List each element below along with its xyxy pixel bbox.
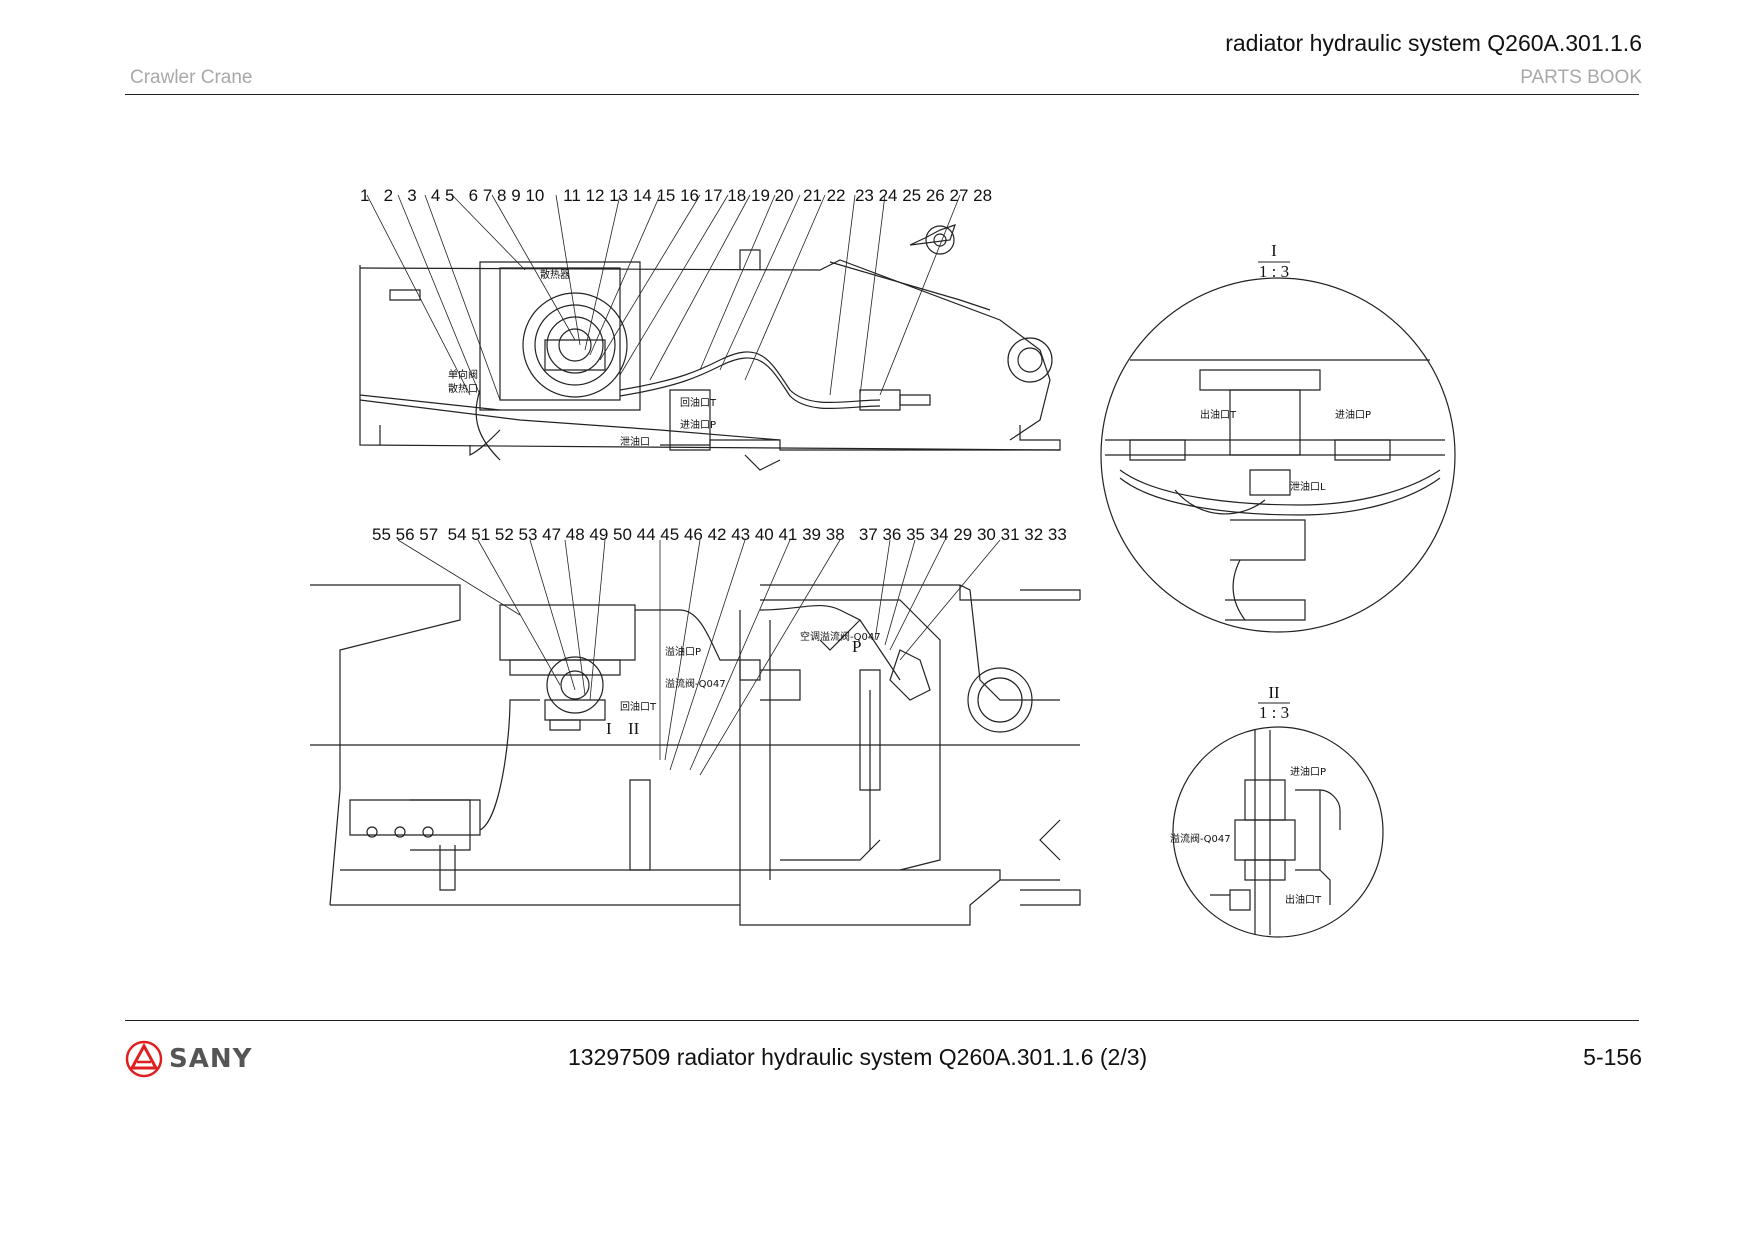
top-frame-drawing [359, 224, 1061, 471]
bottom-frame-drawing [310, 584, 1081, 926]
brand-logo: SANY [125, 1040, 252, 1078]
bottom-callout-numbers: 55 56 57 54 51 52 53 47 48 49 50 44 45 4… [372, 525, 1067, 544]
bottom-leader-lines [397, 539, 1001, 776]
detail-1-leak-label: 泄油口L [1290, 480, 1326, 493]
detail-1-view [1100, 277, 1456, 633]
section-mark-3: P [852, 637, 861, 656]
sany-logo-icon [125, 1040, 163, 1078]
top-drain-label: 泄油口 [620, 435, 650, 448]
top-leader-lines [366, 194, 961, 401]
page-title: radiator hydraulic system Q260A.301.1.6 [1225, 30, 1642, 56]
detail-1-outlet-label: 出油口T [1200, 408, 1237, 421]
header-product: Crawler Crane [130, 67, 253, 88]
top-return-label: 回油口T [680, 396, 717, 409]
top-left-label: 单向阀 [448, 368, 478, 381]
bottom-drain-label: 溢油口P [665, 645, 701, 658]
section-mark-2: II [628, 719, 640, 738]
detail-2-inlet-label: 进油口P [1290, 765, 1326, 778]
footer-divider [125, 1020, 1639, 1021]
top-left-label-2: 散热口 [448, 382, 478, 395]
bottom-valve-label: 溢流阀-Q047 [665, 677, 726, 690]
top-callout-numbers: 1 2 3 4 5 6 7 8 9 10 11 12 13 14 15 16 1… [360, 186, 992, 205]
detail-1-scale: 1 : 3 [1259, 262, 1289, 281]
detail-2-valve-label: 溢流阀-Q047 [1170, 832, 1231, 845]
bottom-return-label: 回油口T [620, 700, 657, 713]
top-inlet-label: 进油口P [680, 418, 716, 431]
header-book: PARTS BOOK [1520, 67, 1642, 88]
detail-2-scale: 1 : 3 [1259, 703, 1289, 722]
section-mark-1: I [606, 719, 612, 738]
detail-2-roman: II [1268, 683, 1280, 702]
detail-1-inlet-label: 进油口P [1335, 408, 1371, 421]
top-fan-label: 散热器 [540, 268, 570, 281]
detail-2-outlet-label: 出油口T [1285, 893, 1322, 906]
footer-caption: 13297509 radiator hydraulic system Q260A… [568, 1044, 1148, 1070]
detail-1-roman: I [1271, 241, 1277, 260]
brand-name: SANY [169, 1044, 253, 1074]
header-divider [125, 94, 1639, 95]
detail-2-view [1172, 726, 1384, 938]
page-number: 5-156 [1583, 1044, 1642, 1070]
bottom-ac-valve-label: 空调溢流阀-Q047 [800, 630, 881, 643]
